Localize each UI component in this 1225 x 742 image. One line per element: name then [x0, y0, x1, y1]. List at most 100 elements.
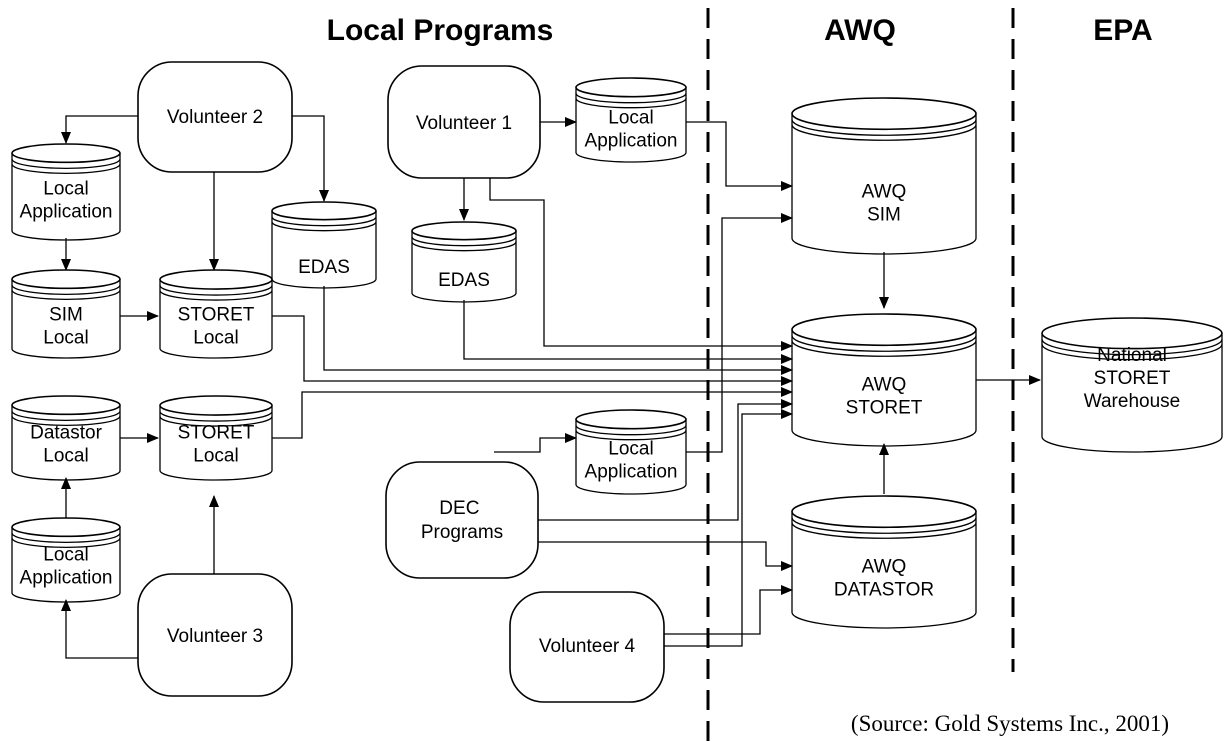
- volunteer-4-label: Volunteer 4: [539, 636, 636, 657]
- volunteer-3-label: Volunteer 3: [167, 626, 263, 647]
- storet-local-v3-ring-1: [159, 411, 273, 422]
- section-title-awq: AWQ: [824, 14, 896, 47]
- dec-programs-line-2: Programs: [421, 522, 503, 543]
- edas-v1-top: [411, 221, 517, 241]
- awq-datastor-ring-2: [791, 522, 977, 539]
- storet-local-v2-top: [159, 269, 273, 290]
- local-application-dec-body: [575, 419, 687, 495]
- edge-v1-awqstoret: [489, 176, 793, 351]
- edas-v2-top: [271, 201, 377, 221]
- storet-local-v3-line-1: STORET: [178, 423, 255, 444]
- local-application-v3-body: [11, 527, 121, 603]
- awq-storet-ring-1: [791, 335, 977, 352]
- edge-dec-awqdatastor: [538, 541, 793, 571]
- local-application-v3-ring-2: [11, 537, 121, 549]
- dec-programs-label: DEC Programs: [421, 498, 503, 543]
- edge-edas-v2-awqstoret: [323, 286, 793, 375]
- datastor-local-line-2: Local: [43, 446, 88, 467]
- local-application-v2-ring-1: [11, 158, 121, 170]
- section-title-local-programs: Local Programs: [327, 14, 554, 47]
- awq-datastor-line-1: AWQ: [862, 557, 907, 578]
- volunteer-1-node: [387, 65, 541, 179]
- edge-v3-localapp: [61, 599, 138, 659]
- awq-storet-line-1: AWQ: [862, 375, 907, 396]
- edas-v2-label: EDAS: [298, 257, 350, 278]
- dec-programs-node: [385, 461, 539, 579]
- local-application-v2-body: [11, 153, 121, 241]
- awq-sim-top: [791, 97, 977, 131]
- storet-local-v2-body: [159, 279, 273, 359]
- edge-v2-edas: [292, 115, 329, 202]
- storet-local-v2-line-2: Local: [193, 328, 238, 349]
- awq-datastor-line-2: DATASTOR: [834, 580, 934, 601]
- edas-v2-line-1: EDAS: [298, 257, 350, 278]
- edas-v2-db: EDAS: [271, 201, 377, 289]
- storet-local-v3-top: [159, 395, 273, 416]
- local-application-v3-ring-1: [11, 532, 121, 544]
- awq-sim-body: [791, 113, 977, 255]
- volunteer-2-node: [137, 61, 293, 173]
- local-application-v1-ring-1: [575, 93, 687, 104]
- awq-datastor-top: [791, 495, 977, 529]
- datastor-local-line-1: Datastor: [30, 423, 102, 444]
- local-application-v1-ring-2: [575, 98, 687, 109]
- national-storet-warehouse-ring-2: [1041, 344, 1223, 361]
- local-application-v1-body: [575, 87, 687, 163]
- edas-v1-line-1: EDAS: [438, 270, 490, 291]
- awq-storet-top: [791, 313, 977, 347]
- storet-local-v2-line-1: STORET: [178, 305, 255, 326]
- edas-v2-ring-2: [271, 221, 377, 232]
- local-application-dec-top: [575, 409, 687, 430]
- edge-localapp-dec-awqsim: [686, 213, 793, 453]
- edas-v1-ring-2: [411, 241, 517, 252]
- local-application-v1-top: [575, 77, 687, 98]
- datastor-local-ring-2: [11, 415, 121, 427]
- local-application-v1-line-2: Application: [585, 131, 678, 152]
- edas-v2-ring-1: [271, 216, 377, 227]
- volunteer-1-label: Volunteer 1: [416, 113, 512, 134]
- edge-storet-v2-awqstoret: [272, 315, 793, 386]
- local-application-dec-ring-1: [575, 425, 687, 436]
- sim-local-line-1: SIM: [49, 305, 83, 326]
- dec-programs-line-1: DEC: [439, 498, 479, 519]
- local-application-v2-line-2: Application: [20, 202, 113, 223]
- national-storet-warehouse-line-3: Warehouse: [1084, 391, 1180, 412]
- edge-localapp-awqsim: [686, 121, 793, 191]
- awq-storet-line-2: STORET: [846, 398, 923, 419]
- edas-v1-label: EDAS: [438, 270, 490, 291]
- edas-v1-body: [411, 230, 517, 303]
- sim-local-line-2: Local: [43, 328, 88, 349]
- volunteer-3-node: [137, 573, 293, 697]
- local-application-v2-line-1: Local: [43, 179, 88, 200]
- awq-sim-ring-1: [791, 119, 977, 136]
- local-application-dec-line-2: Application: [585, 462, 678, 483]
- local-application-v3-top: [11, 517, 121, 538]
- awq-storet-body: [791, 329, 977, 447]
- awq-storet-ring-2: [791, 340, 977, 357]
- national-storet-warehouse-top: [1041, 317, 1223, 350]
- volunteer-2-label: Volunteer 2: [167, 107, 263, 128]
- datastor-local-ring-1: [11, 410, 121, 422]
- edge-storet-v3-awqstoret: [272, 387, 793, 439]
- datastor-local-top: [11, 395, 121, 416]
- edas-v1-ring-1: [411, 236, 517, 247]
- local-application-dec-line-1: Local: [608, 439, 653, 460]
